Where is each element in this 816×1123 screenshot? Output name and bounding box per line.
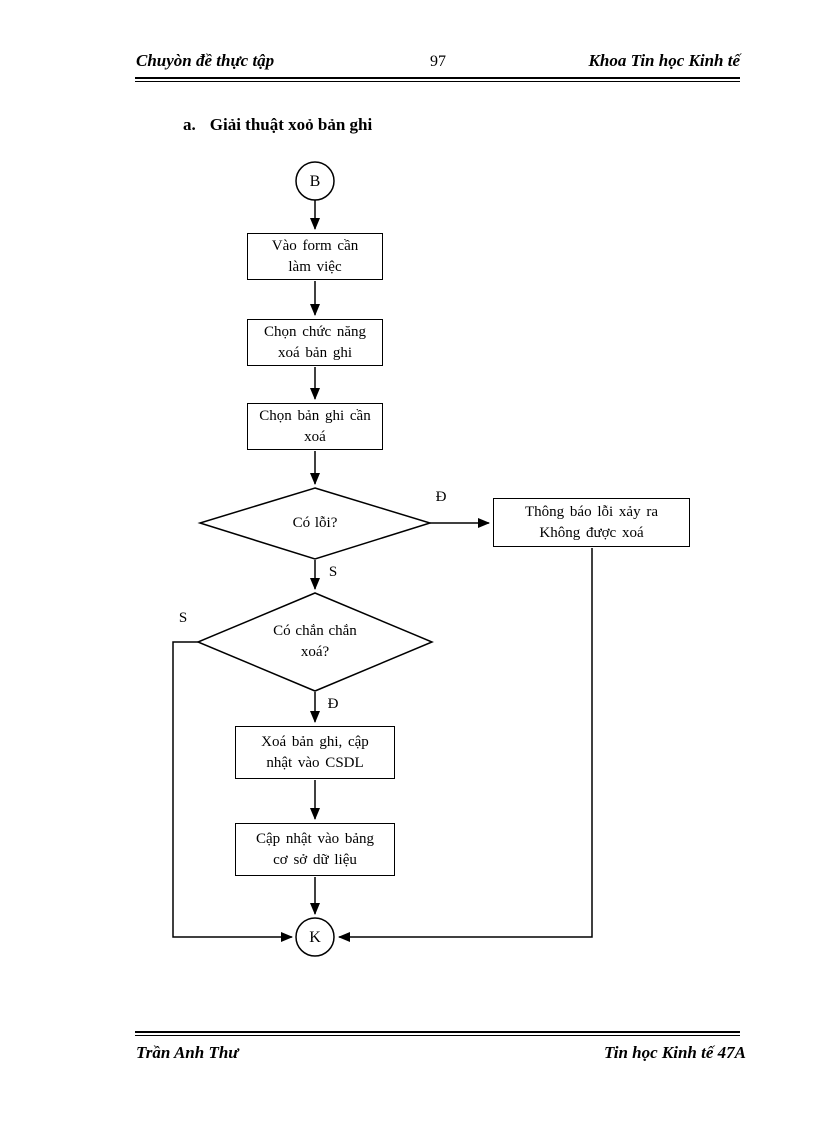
decision-confirm-delete-line1: Có chắn chắn bbox=[273, 623, 357, 639]
header-faculty: Khoa Tin học Kinh tế bbox=[588, 51, 740, 70]
decision-has-error-text: Có lỗi? bbox=[292, 515, 338, 531]
section-title: a. Giải thuật xoỏ bản ghi bbox=[183, 115, 372, 135]
process-delete-record-line1: Xoá bản ghi, cập bbox=[261, 733, 369, 750]
branch-label-confirm-no: S bbox=[178, 610, 188, 626]
page-number: 97 bbox=[430, 53, 446, 70]
process-error-message-line2: Không được xoá bbox=[539, 524, 644, 541]
end-letter: K bbox=[309, 928, 321, 946]
process-error-message-line1: Thông báo lỗi xảy ra bbox=[525, 503, 658, 520]
header-rule bbox=[135, 77, 740, 82]
process-choose-record-line1: Chọn bản ghi cần bbox=[259, 407, 371, 424]
process-delete-record: Xoá bản ghi, cập nhật vào CSDL bbox=[235, 726, 395, 779]
process-enter-form-line1: Vào form cần bbox=[271, 237, 359, 254]
header-course-title: Chuyòn đề thực tập bbox=[136, 51, 275, 70]
arrow-errorbox-to-end bbox=[338, 548, 593, 942]
footer-rule bbox=[135, 1031, 740, 1036]
process-choose-function-line1: Chọn chức năng bbox=[263, 323, 367, 340]
start-letter: B bbox=[309, 172, 321, 190]
branch-label-error-no: S bbox=[328, 564, 338, 580]
process-enter-form-line2: làm việc bbox=[288, 258, 342, 275]
decision-has-error-label: Có lỗi? bbox=[240, 513, 390, 534]
branch-label-error-yes: Đ bbox=[435, 489, 447, 505]
process-choose-record-line2: xoá bbox=[304, 428, 326, 445]
decision-confirm-delete-shape bbox=[196, 592, 434, 692]
section-title-index: a. bbox=[183, 115, 196, 134]
process-error-message: Thông báo lỗi xảy ra Không được xoá bbox=[493, 498, 690, 547]
flow-connectors bbox=[172, 200, 593, 942]
arrow-diamond2-no-to-end bbox=[172, 641, 293, 942]
process-choose-record: Chọn bản ghi cần xoá bbox=[247, 403, 383, 450]
process-choose-function: Chọn chức năng xoá bản ghi bbox=[247, 319, 383, 366]
process-choose-function-line2: xoá bản ghi bbox=[278, 344, 352, 361]
section-title-text: Giải thuật xoỏ bản ghi bbox=[209, 115, 373, 134]
process-update-table-line2: cơ sở dữ liệu bbox=[273, 851, 357, 868]
start-terminator-shape bbox=[295, 161, 335, 201]
process-enter-form: Vào form cần làm việc bbox=[247, 233, 383, 280]
process-update-table-line1: Cập nhật vào bảng bbox=[255, 830, 375, 847]
footer-class: Tin học Kinh tế 47A bbox=[603, 1043, 746, 1062]
decision-confirm-delete-line2: xoá? bbox=[300, 644, 330, 660]
process-update-table: Cập nhật vào bảng cơ sở dữ liệu bbox=[235, 823, 395, 876]
footer-author: Trần Anh Thư bbox=[136, 1043, 239, 1062]
start-terminator-label: B bbox=[297, 170, 333, 192]
process-delete-record-line2: nhật vào CSDL bbox=[266, 754, 364, 771]
end-terminator-label: K bbox=[297, 926, 333, 948]
decision-has-error-shape bbox=[197, 487, 433, 560]
decision-confirm-delete-label: Có chắn chắn xoá? bbox=[230, 621, 400, 663]
branch-label-confirm-yes: Đ bbox=[327, 696, 339, 712]
end-terminator-shape bbox=[295, 917, 335, 957]
